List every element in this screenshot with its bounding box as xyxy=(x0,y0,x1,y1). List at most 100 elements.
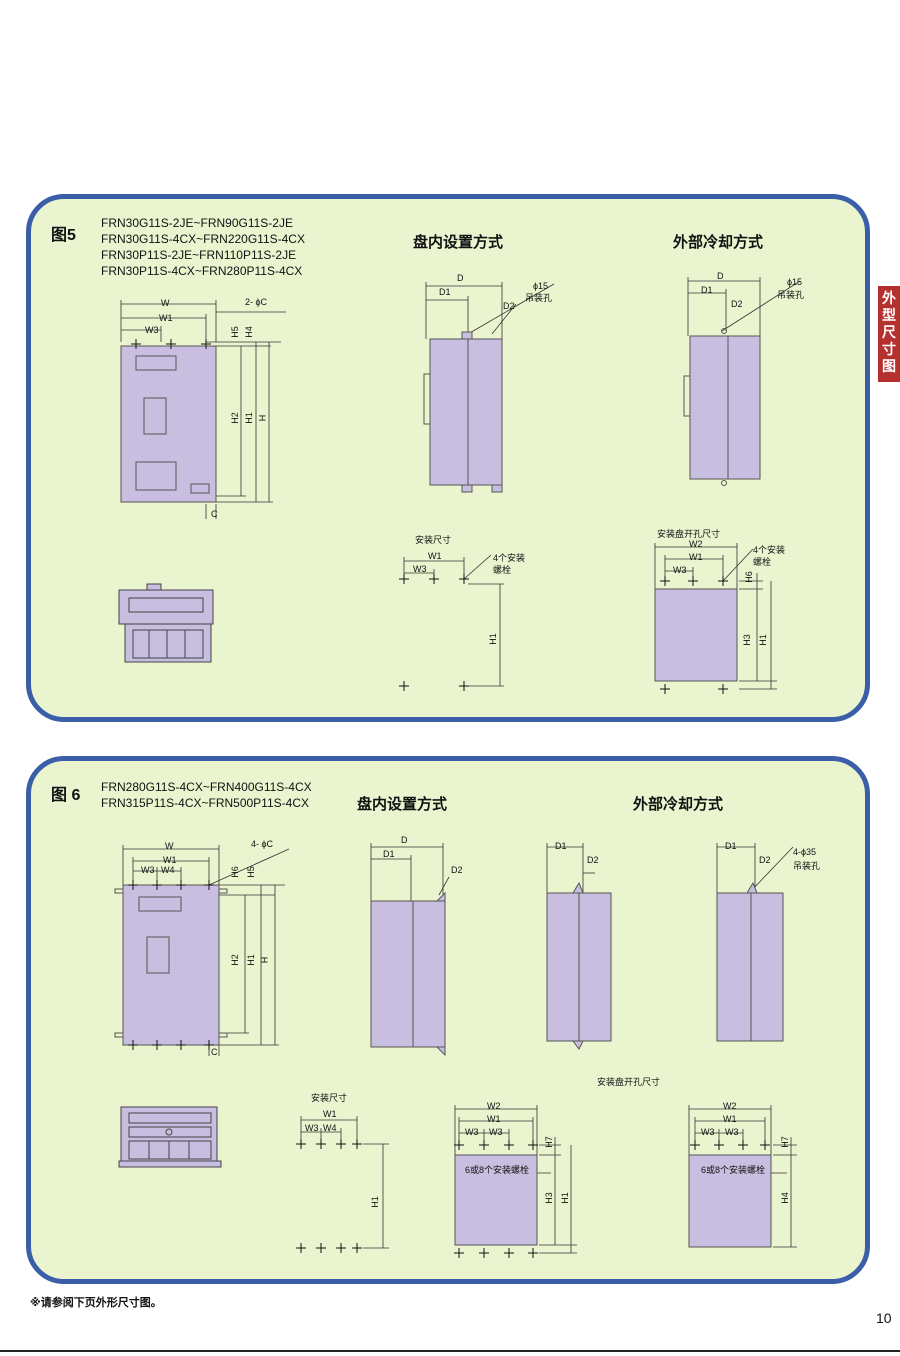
side-tab-char: 寸 xyxy=(882,341,896,357)
bottom-view-drawing xyxy=(118,583,214,663)
dim-D2: D2 xyxy=(451,865,463,875)
dim-C-bottom: C xyxy=(211,509,218,519)
dim-C-bottom: C xyxy=(211,1047,218,1057)
dim-H1: H1 xyxy=(369,1196,380,1208)
dim-H7: H7 xyxy=(543,1136,554,1148)
cutout-2-drawing xyxy=(688,1105,797,1248)
dim-H5: H5 xyxy=(245,866,256,878)
dim-W3: W3 xyxy=(673,565,687,575)
dim-H2: H2 xyxy=(229,954,240,966)
dim-D2: D2 xyxy=(759,855,771,865)
dim-H4: H4 xyxy=(243,326,254,338)
cutout-drawing xyxy=(654,543,777,694)
dim-H5: H5 xyxy=(229,326,240,338)
bolt-label: 6或8个安装螺栓 xyxy=(701,1165,766,1175)
cutout-title: 安装盘开孔尺寸 xyxy=(597,1077,661,1087)
dim-D2: D2 xyxy=(587,855,599,865)
dim-D1: D1 xyxy=(439,287,451,297)
side-tab-char: 图 xyxy=(882,358,896,374)
outer-side-view-drawing xyxy=(683,277,801,486)
hole-label: 吊装孔 xyxy=(525,293,553,303)
outer-side-view-b-drawing xyxy=(716,843,794,1042)
dim-W3: W3 xyxy=(725,1127,739,1137)
dim-D: D xyxy=(401,835,408,845)
bottom-rule xyxy=(0,1350,900,1352)
figure-5-panel: 图5 FRN30G11S-2JE~FRN90G11S-2JE FRN30G11S… xyxy=(26,194,870,722)
side-tab: 外 型 尺 寸 图 xyxy=(878,286,900,382)
side-tab-char: 尺 xyxy=(882,324,896,340)
dim-C: 2- ϕC xyxy=(245,297,268,307)
dim-W3: W3 xyxy=(489,1127,503,1137)
model-line: FRN30G11S-2JE~FRN90G11S-2JE xyxy=(101,216,293,230)
hole-dim: 4-ϕ35 xyxy=(793,847,817,857)
dim-W2: W2 xyxy=(487,1101,501,1111)
dim-H7: H7 xyxy=(779,1136,790,1148)
bolt-label-2: 螺栓 xyxy=(493,565,512,575)
dim-W3: W3 xyxy=(305,1123,319,1133)
dim-H1: H1 xyxy=(243,412,254,424)
inner-side-view-drawing xyxy=(370,843,450,1057)
dim-H1: H1 xyxy=(757,634,768,646)
dim-H6: H6 xyxy=(743,571,754,583)
mount-dims-drawing xyxy=(399,554,504,691)
dim-H4: H4 xyxy=(779,1192,790,1204)
bolt-label-2: 螺栓 xyxy=(753,557,772,567)
front-view-drawing xyxy=(114,845,290,1056)
dim-W: W xyxy=(161,298,170,308)
dim-W1: W1 xyxy=(689,552,703,562)
model-line: FRN315P11S-4CX~FRN500P11S-4CX xyxy=(101,796,309,810)
dim-D2: D2 xyxy=(503,301,515,311)
dim-W3: W3 xyxy=(465,1127,479,1137)
dim-H6: H6 xyxy=(229,866,240,878)
dim-W1: W1 xyxy=(323,1109,337,1119)
cutout-1-drawing xyxy=(454,1105,577,1258)
cutout-title: 安装盘开孔尺寸 xyxy=(657,529,721,539)
dim-H1: H1 xyxy=(245,954,256,966)
bolt-label: 4个安装 xyxy=(493,553,526,563)
hole-dim: ϕ15 xyxy=(787,277,803,287)
model-list: FRN280G11S-4CX~FRN400G11S-4CX FRN315P11S… xyxy=(101,779,312,811)
dim-H3: H3 xyxy=(543,1192,554,1204)
dim-W3: W3 xyxy=(701,1127,715,1137)
dim-H1: H1 xyxy=(559,1192,570,1204)
dim-W4: W4 xyxy=(323,1123,337,1133)
model-line: FRN280G11S-4CX~FRN400G11S-4CX xyxy=(101,780,312,794)
side-tab-char: 外 xyxy=(882,290,896,306)
dim-W3: W3 xyxy=(145,325,159,335)
model-list: FRN30G11S-2JE~FRN90G11S-2JE FRN30G11S-4C… xyxy=(101,215,305,279)
inner-mount-title: 盘内设置方式 xyxy=(413,234,504,251)
dim-D1: D1 xyxy=(383,849,395,859)
dim-D: D xyxy=(457,273,464,283)
inner-mount-title: 盘内设置方式 xyxy=(357,796,448,813)
hole-dim: ϕ15 xyxy=(533,281,549,291)
inner-side-view-drawing xyxy=(423,282,555,493)
dim-W1: W1 xyxy=(723,1114,737,1124)
dim-W1: W1 xyxy=(163,855,177,865)
dim-W3: W3 xyxy=(141,865,155,875)
page-number: 10 xyxy=(876,1310,892,1326)
mount-dims-drawing xyxy=(296,1116,389,1253)
dim-H2: H2 xyxy=(229,412,240,424)
figure-6-panel: 图 6 FRN280G11S-4CX~FRN400G11S-4CX FRN315… xyxy=(26,756,870,1284)
front-view-drawing xyxy=(120,300,286,519)
hole-label: 吊装孔 xyxy=(777,290,805,300)
model-line: FRN30P11S-4CX~FRN280P11S-4CX xyxy=(101,264,303,278)
bottom-view-drawing xyxy=(118,1106,222,1168)
mount-title: 安装尺寸 xyxy=(311,1093,348,1103)
dim-D1: D1 xyxy=(725,841,737,851)
figure-label: 图5 xyxy=(51,227,76,244)
dim-W2: W2 xyxy=(723,1101,737,1111)
model-line: FRN30P11S-2JE~FRN110P11S-2JE xyxy=(101,248,297,262)
dim-D: D xyxy=(717,271,724,281)
dim-H: H xyxy=(259,956,270,964)
dim-C: 4- ϕC xyxy=(251,839,274,849)
dim-W3: W3 xyxy=(413,564,427,574)
mount-title: 安装尺寸 xyxy=(415,535,452,545)
dim-W1: W1 xyxy=(159,313,173,323)
dim-W1: W1 xyxy=(428,551,442,561)
dim-W2: W2 xyxy=(689,539,703,549)
dim-H3: H3 xyxy=(741,634,752,646)
dim-D2: D2 xyxy=(731,299,743,309)
footnote: ※请参阅下页外形尺寸图。 xyxy=(30,1297,162,1309)
side-tab-char: 型 xyxy=(882,307,896,323)
